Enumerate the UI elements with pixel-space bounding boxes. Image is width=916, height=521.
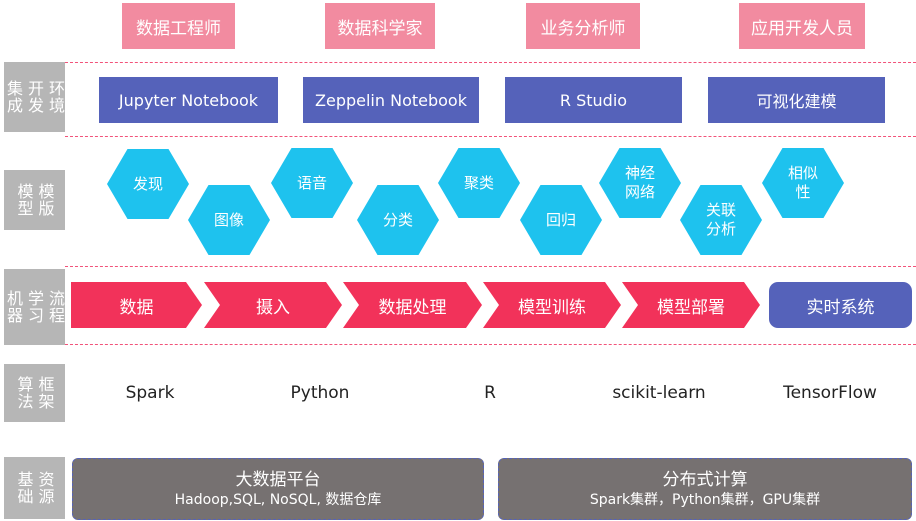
model-hex-clustering: 聚类 <box>438 148 520 218</box>
hex-label: 相似 <box>787 164 818 182</box>
pipeline-step-training: 模型训练 <box>483 282 621 328</box>
hex-label: 发现 <box>132 174 163 193</box>
model-hex-neural-network: 神经网络 <box>599 148 681 218</box>
layer-label-model-template: 模型 模版 <box>4 170 65 230</box>
layer-label-text: 基础 <box>14 471 34 505</box>
layer-label-text: 集成 <box>4 80 23 114</box>
realtime-system-box: 实时系统 <box>769 282 912 328</box>
ide-zeppelin: Zeppelin Notebook <box>303 77 479 123</box>
divider-line <box>65 62 916 63</box>
role-data-scientist: 数据科学家 <box>325 3 435 49</box>
layer-label-text: 学习 <box>25 290 44 324</box>
hex-label: 聚类 <box>463 173 494 192</box>
hex-label: 分类 <box>382 210 413 229</box>
framework-spark: Spark <box>125 383 175 403</box>
resource-big-data-platform: 大数据平台 Hadoop,SQL, NoSQL, 数据仓库 <box>72 458 484 520</box>
framework-r: R <box>484 383 496 403</box>
layer-label-text: 环境 <box>46 80 65 114</box>
layer-label-dev-env: 集成 开发 环境 <box>4 62 65 132</box>
model-hex-regression: 回归 <box>520 185 602 255</box>
role-business-analyst: 业务分析师 <box>526 3 640 49</box>
role-data-engineer: 数据工程师 <box>122 3 235 49</box>
ide-jupyter: Jupyter Notebook <box>99 77 278 123</box>
layer-label-text: 资源 <box>35 471 55 505</box>
hex-label: 关联 <box>705 201 736 219</box>
layer-label-text: 模版 <box>35 183 55 217</box>
model-hex-image: 图像 <box>188 185 270 255</box>
model-hex-similarity: 相似性 <box>762 148 844 218</box>
layer-label-ml-pipeline: 机器 学习 流程 <box>4 269 65 345</box>
pipeline-step-processing: 数据处理 <box>343 282 482 328</box>
model-hex-speech: 语音 <box>271 148 353 218</box>
resource-distributed-computing: 分布式计算 Spark集群，Python集群，GPU集群 <box>498 458 912 520</box>
layer-label-text: 模型 <box>14 183 34 217</box>
resource-title: 大数据平台 <box>235 469 321 490</box>
layer-label-text: 流程 <box>46 290 65 324</box>
framework-tensorflow: TensorFlow <box>783 383 877 403</box>
model-hex-association: 关联分析 <box>680 185 762 255</box>
hex-label: 图像 <box>213 210 244 229</box>
layer-label-framework: 算法 框架 <box>4 364 65 422</box>
model-hex-discovery: 发现 <box>107 149 189 219</box>
framework-python: Python <box>290 383 350 403</box>
hex-label: 回归 <box>545 210 576 229</box>
model-hex-classification: 分类 <box>357 185 439 255</box>
resource-subtitle: Spark集群，Python集群，GPU集群 <box>589 491 821 508</box>
layer-label-text: 机器 <box>4 290 23 324</box>
layer-label-text: 开发 <box>25 80 44 114</box>
hex-label: 语音 <box>296 173 327 192</box>
resource-subtitle: Hadoop,SQL, NoSQL, 数据仓库 <box>174 491 382 508</box>
pipeline-step-ingest: 摄入 <box>204 282 342 328</box>
ide-rstudio: R Studio <box>505 77 682 123</box>
pipeline-step-deployment: 模型部署 <box>622 282 760 328</box>
ide-visual-modeling: 可视化建模 <box>708 77 885 123</box>
role-app-developer: 应用开发人员 <box>739 3 865 49</box>
hex-label: 网络 <box>624 183 655 201</box>
pipeline-step-data: 数据 <box>71 282 202 328</box>
layer-label-text: 算法 <box>14 376 34 410</box>
divider-line <box>65 344 916 345</box>
divider-line <box>65 136 916 137</box>
hex-label: 性 <box>795 183 811 201</box>
layer-label-resource: 基础 资源 <box>4 457 65 519</box>
hex-label: 分析 <box>705 220 736 238</box>
divider-line <box>65 266 916 267</box>
layer-label-text: 框架 <box>35 376 55 410</box>
resource-title: 分布式计算 <box>662 469 748 490</box>
framework-scikit-learn: scikit-learn <box>612 383 706 403</box>
hex-label: 神经 <box>624 164 655 182</box>
